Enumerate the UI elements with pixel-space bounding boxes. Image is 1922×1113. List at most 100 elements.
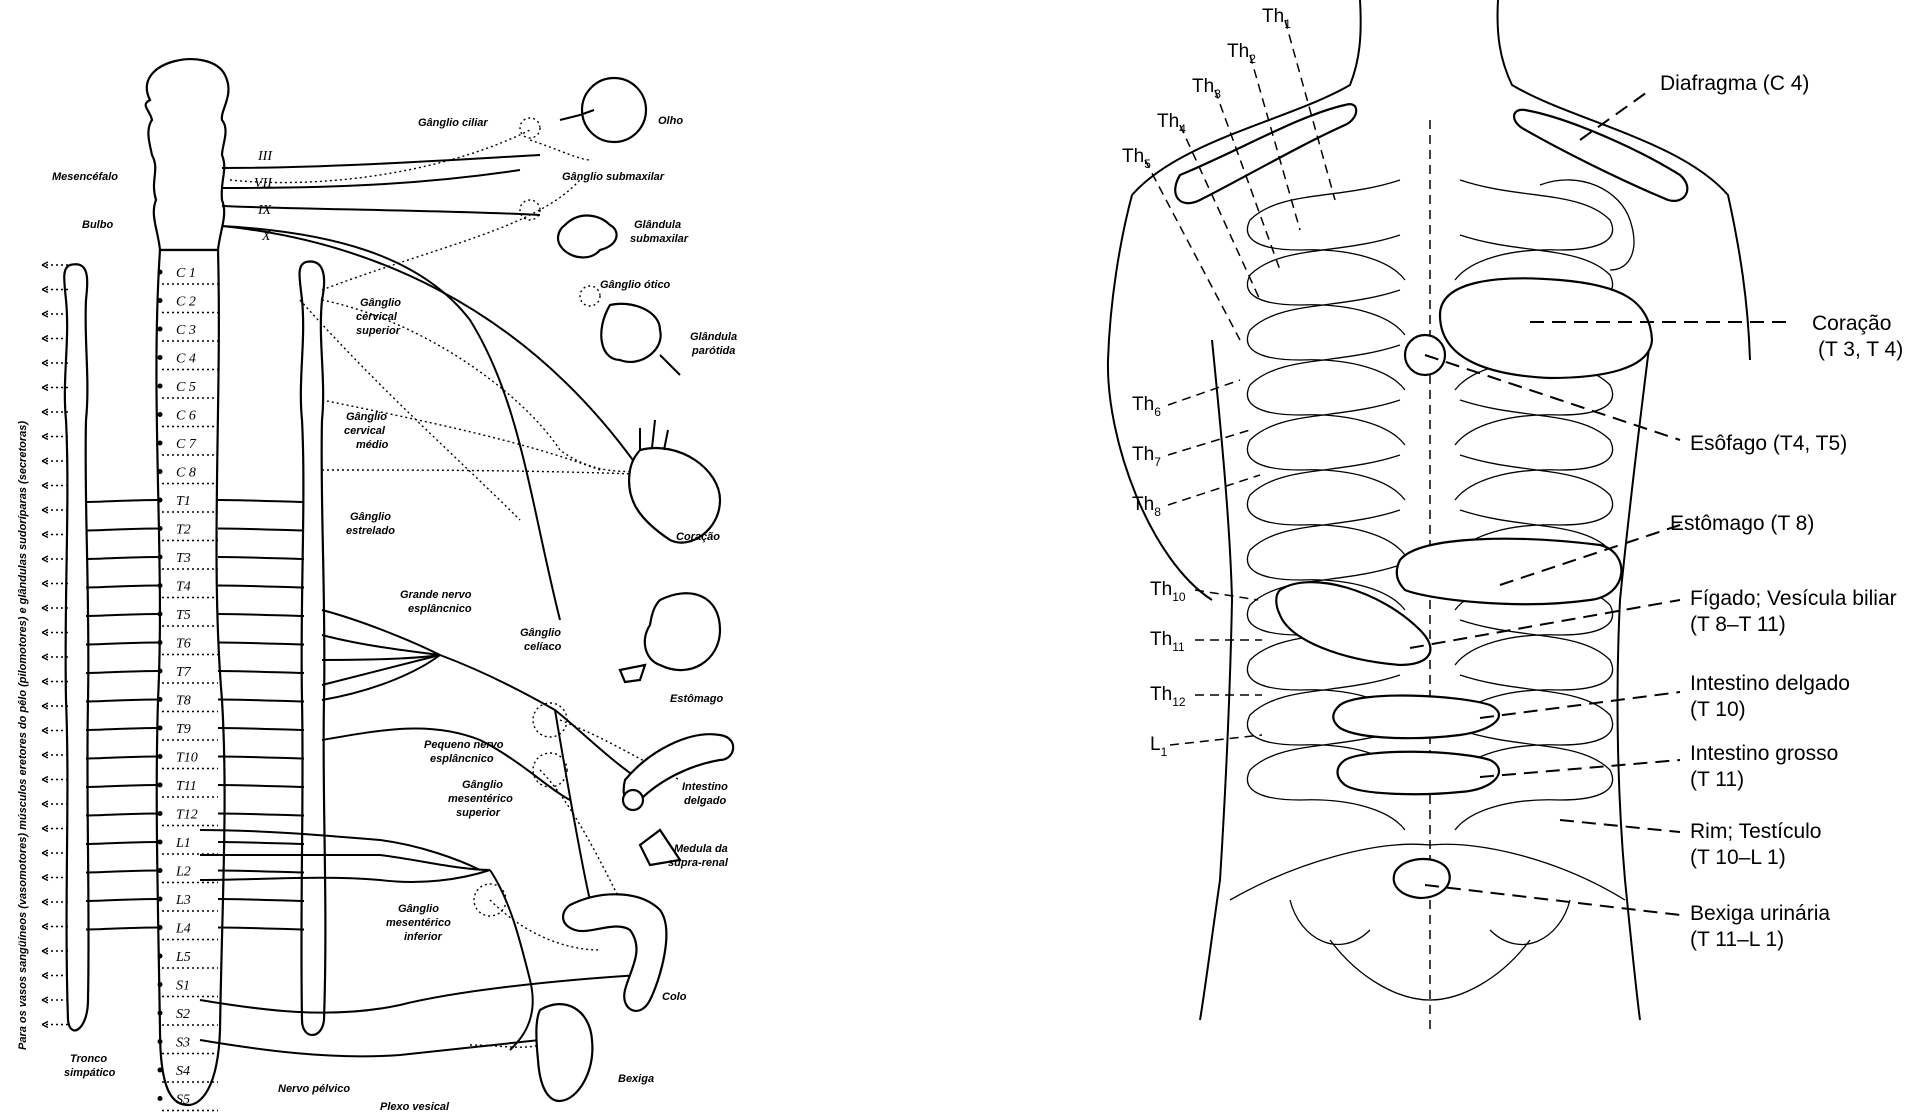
segment-label: T12 <box>176 808 198 823</box>
cranial-nerve-vii: VII <box>254 176 273 191</box>
label-mes-inferior-2: mesentérico <box>386 917 451 929</box>
label-medula-1: Medula da <box>674 843 728 855</box>
segment-label: C 5 <box>176 380 196 395</box>
cranial-nerve-ix: IX <box>257 203 272 218</box>
ribs <box>1247 180 1612 830</box>
organ-leader-lines <box>1410 90 1788 915</box>
brain-outline <box>146 59 229 250</box>
organ-label: Coração <box>1812 312 1891 335</box>
label-grande-nervo-1: Grande nervo <box>400 589 472 601</box>
label-cervical-medio-1: Gânglio <box>346 411 387 423</box>
esophagus-zone <box>1405 335 1445 375</box>
segment-label: C 2 <box>176 295 196 310</box>
left-peripheral-fibers <box>42 262 68 1028</box>
label-glandula-submaxilar-2: submaxilar <box>630 233 689 245</box>
th-label: Th7 <box>1132 444 1161 469</box>
label-cervical-superior-1: Gânglio <box>360 297 401 309</box>
label-bulbo: Bulbo <box>82 219 113 231</box>
label-pequeno-nervo-1: Pequeno nervo <box>424 739 504 751</box>
segment-label: C 6 <box>176 409 196 424</box>
segment-label: T10 <box>176 751 198 766</box>
organ-segments: (T 8–T 11) <box>1690 613 1786 636</box>
th-label: Th6 <box>1132 394 1161 419</box>
th-leader-lines <box>1145 20 1335 745</box>
colon-shape <box>563 894 666 1011</box>
segment-label: L1 <box>175 836 191 851</box>
organ-label: Fígado; Vesícula biliar <box>1690 587 1897 610</box>
organ-label: Intestino delgado <box>1690 672 1850 695</box>
organ-labels: Diafragma (C 4) Coração (T 3, T 4) Esôfago … <box>1660 72 1903 951</box>
organ-segments: (T 10) <box>1690 698 1746 721</box>
th-label: Th10 <box>1150 579 1186 604</box>
th-label: Th4 <box>1157 111 1186 136</box>
vertical-caption: Para os vasos sangüíneos (vasomotores) m… <box>17 421 29 1050</box>
segment-label: T1 <box>176 494 191 509</box>
label-mes-superior-3: superior <box>456 807 501 819</box>
large-intestine-zone <box>1338 752 1499 794</box>
heart-zone <box>1440 278 1652 378</box>
clavicles <box>1175 104 1687 270</box>
segment-label: L2 <box>175 865 191 880</box>
label-mes-inferior-3: inferior <box>404 931 443 943</box>
label-cervical-medio-2: cervical <box>344 425 386 437</box>
organ-segments: (T 11) <box>1690 768 1744 791</box>
label-mes-inferior-1: Gânglio <box>398 903 439 915</box>
label-glandula-submaxilar-1: Glândula <box>634 219 681 231</box>
th-label: Th5 <box>1122 146 1151 171</box>
organ-label: Diafragma (C 4) <box>1660 72 1809 95</box>
label-cervical-superior-2: cervical <box>356 311 398 323</box>
label-coracao: Coração <box>676 531 720 543</box>
segment-label: T5 <box>176 608 191 623</box>
segment-label: S4 <box>176 1064 190 1079</box>
label-glandula-parotida-1: Glândula <box>690 331 737 343</box>
organ-label: Esôfago (T4, T5) <box>1690 432 1847 455</box>
th-label: Th2 <box>1227 41 1256 66</box>
label-ganglio-celiaco-2: celíaco <box>524 641 562 653</box>
segment-label: C 3 <box>176 323 196 338</box>
organ-label: Rim; Testículo <box>1690 820 1822 843</box>
label-ganglio-celiaco-1: Gânglio <box>520 627 561 639</box>
torso-organ-shapes <box>1276 278 1652 898</box>
label-tronco-2: simpático <box>64 1067 116 1079</box>
segment-label: C 8 <box>176 466 196 481</box>
segment-label: T2 <box>176 523 191 538</box>
segment-label: L4 <box>175 922 191 937</box>
organ-segments: (T 10–L 1) <box>1690 846 1786 869</box>
label-ganglio-submaxilar: Gânglio submaxilar <box>562 171 665 183</box>
label-mes-superior-1: Gânglio <box>462 779 503 791</box>
label-plexo-vesical: Plexo vesical <box>380 1101 450 1113</box>
segment-label: T9 <box>176 722 191 737</box>
th-label: Th11 <box>1150 629 1185 654</box>
label-glandula-parotida-2: parótida <box>691 345 735 357</box>
label-medula-2: supra-renal <box>668 857 729 869</box>
th-labels: Th1Th2Th3Th4Th5Th6Th7Th8Th10Th11Th12L1 <box>1122 6 1291 759</box>
organ-segments: (T 11–L 1) <box>1690 928 1784 951</box>
cranial-nerve-iii: III <box>257 149 273 164</box>
organ-label: Estômago (T 8) <box>1670 512 1814 535</box>
segment-label: T11 <box>176 779 197 794</box>
label-mesencefalo: Mesencéfalo <box>52 171 118 183</box>
label-estrelado-1: Gânglio <box>350 511 391 523</box>
label-mes-superior-2: mesentérico <box>448 793 513 805</box>
label-colo: Colo <box>662 991 687 1003</box>
th-label: Th1 <box>1262 6 1291 31</box>
organ-shapes <box>536 78 733 1101</box>
segment-label: S3 <box>176 1036 190 1051</box>
label-estrelado-2: estrelado <box>346 525 395 537</box>
sympathetic-trunk-right <box>300 262 326 1035</box>
liver-zone <box>1276 582 1430 665</box>
organ-segments: (T 3, T 4) <box>1818 338 1903 361</box>
bladder-shape <box>536 1004 592 1101</box>
label-ganglio-ciliar: Gânglio ciliar <box>418 117 488 129</box>
segment-label: S2 <box>176 1007 190 1022</box>
submandibular-gland-shape <box>558 216 617 258</box>
segment-label: L5 <box>175 950 191 965</box>
segment-label: C 7 <box>176 437 197 452</box>
sympathetic-trunk-left <box>64 264 88 1030</box>
segment-label: T4 <box>176 580 191 595</box>
segment-label: S1 <box>176 979 190 994</box>
organ-label: Intestino grosso <box>1690 742 1838 765</box>
organ-label: Bexiga urinária <box>1690 902 1830 925</box>
label-bexiga: Bexiga <box>618 1073 654 1085</box>
splanchnic-nerves <box>200 610 640 1056</box>
